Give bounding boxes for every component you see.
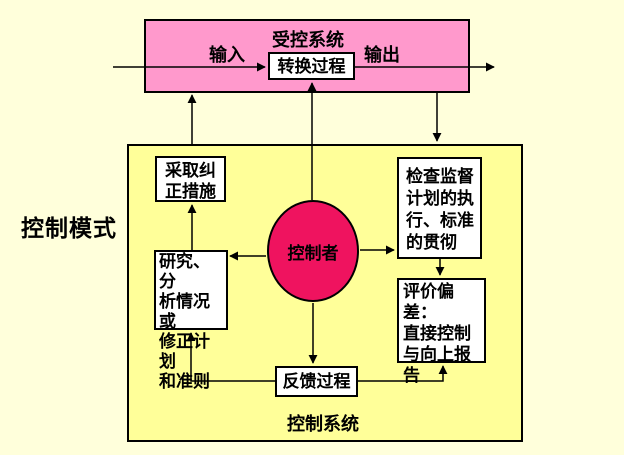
output-label: 输出 — [364, 45, 400, 65]
node-feedback-process: 反馈过程 — [275, 366, 358, 397]
node-evaluate-deviation: 评价偏差： 直接控制 与向上报 告 — [397, 278, 486, 385]
controlled-system-label: 受控系统 — [272, 30, 344, 50]
controller-label: 控制者 — [287, 243, 339, 263]
node-inspect-supervise: 检查监督 计划的执 行、标准 的贯彻 — [397, 157, 482, 259]
controller-ellipse: 控制者 — [267, 200, 359, 302]
input-label: 输入 — [209, 45, 245, 65]
node-transform-process: 转换过程 — [268, 52, 355, 80]
control-system-label: 控制系统 — [287, 414, 359, 434]
diagram-title: 控制模式 — [21, 215, 117, 241]
node-research-analysis: 研究、分 析情况或 修正计划 和准则 — [154, 250, 228, 391]
node-corrective-action: 采取纠 正措施 — [155, 156, 226, 202]
